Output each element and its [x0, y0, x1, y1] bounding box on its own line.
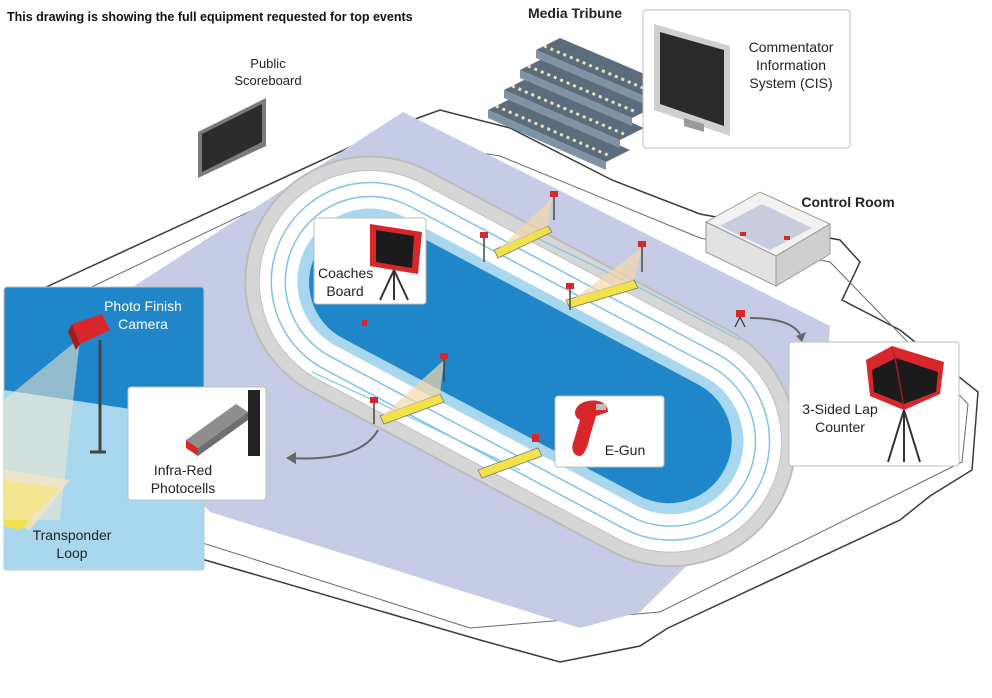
public-scoreboard-screen — [198, 98, 266, 178]
cis-card — [642, 9, 851, 149]
transponder-loop-label: Transponder Loop — [32, 527, 112, 561]
arrow-to-photocells — [289, 429, 379, 460]
media-tribune-stands — [488, 38, 668, 170]
cis-label: Commentator Information System (CIS) — [748, 39, 834, 91]
arrow-to-lap-counter — [749, 317, 801, 335]
control-room-label: Control Room — [801, 194, 895, 210]
coaches-board-card — [313, 217, 427, 305]
lap-counter-label: 3-Sided Lap Counter — [802, 401, 878, 435]
diagram-title: This drawing is showing the full equipme… — [7, 10, 413, 24]
photo-finish-camera-label: Photo Finish Camera — [104, 298, 182, 332]
timing-loops — [362, 191, 746, 479]
public-scoreboard-label: Public Scoreboard — [234, 56, 302, 88]
e-gun-label: E-Gun — [604, 442, 646, 458]
control-room-model — [704, 191, 832, 287]
coaches-board-label: Coaches Board — [318, 265, 374, 299]
infra-red-photocells-label: Infra-Red Photocells — [150, 462, 216, 496]
media-tribune-label: Media Tribune — [527, 5, 623, 21]
e-gun-card — [554, 395, 665, 468]
lap-counter-card — [788, 341, 960, 467]
infra-red-photocells-card — [127, 386, 267, 501]
